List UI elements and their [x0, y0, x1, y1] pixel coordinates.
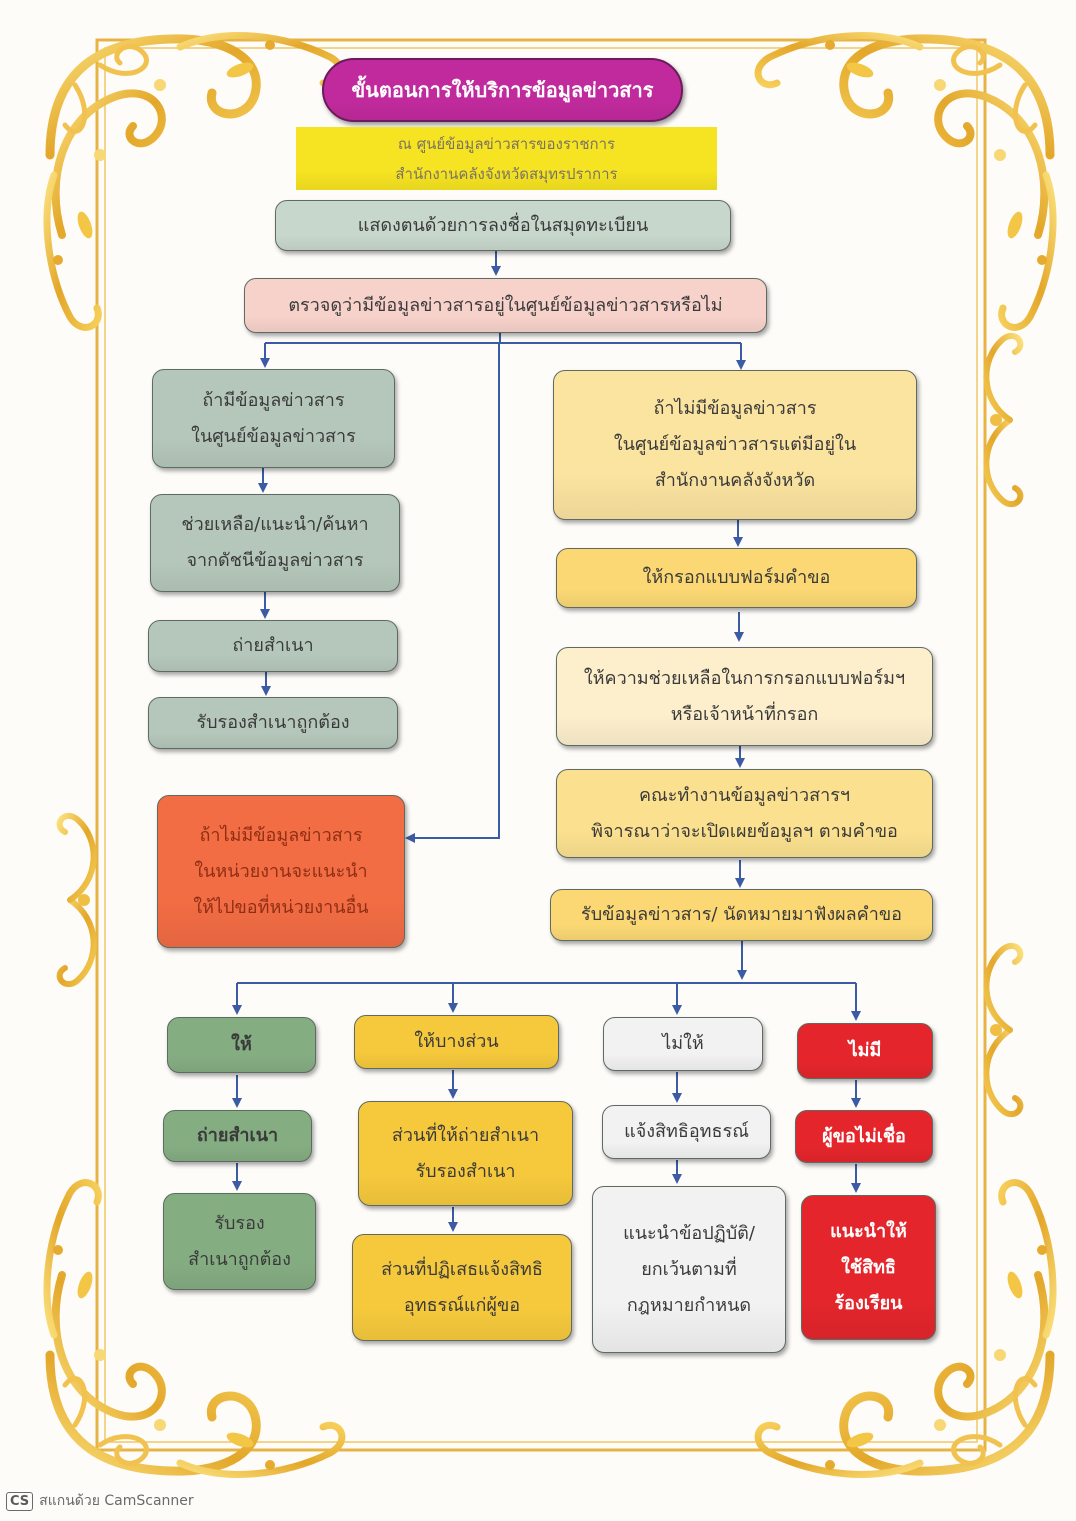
left-has-info-line-1: ถ้ามีข้อมูลข่าวสาร	[202, 389, 345, 411]
camscanner-logo: CS	[6, 1491, 34, 1511]
outcome-none-complain: แนะนำให้ ใช้สิทธิ ร้องเรียน	[801, 1195, 936, 1340]
outcome-none: ไม่มี	[797, 1023, 933, 1079]
right-fill-form-label: ให้กรอกแบบฟอร์มคำขอ	[642, 567, 831, 588]
left-no-info-line-2: ในหน่วยงานจะแนะนำ	[194, 860, 368, 882]
outcome-partial-refused-line-2: อุทธรณ์แก่ผู้ขอ	[403, 1294, 521, 1316]
step-check: ตรวจดูว่ามีข้อมูลข่าวสารอยู่ในศูนย์ข้อมู…	[244, 278, 767, 333]
outcome-partial-refused: ส่วนที่ปฏิเสธแจ้งสิทธิ อุทธรณ์แก่ผู้ขอ	[352, 1234, 572, 1341]
left-certify-label: รับรองสำเนาถูกต้อง	[196, 712, 350, 733]
outcome-partial-copy-line-1: ส่วนที่ให้ถ่ายสำเนา	[391, 1124, 540, 1146]
right-assist-line-1: ให้ความช่วยเหลือในการกรอกแบบฟอร์มฯ	[583, 667, 906, 689]
right-committee-line-1: คณะทำงานข้อมูลข่าวสารฯ	[639, 784, 850, 806]
left-help-line-1: ช่วยเหลือ/แนะนำ/ค้นหา	[181, 514, 369, 535]
left-copy: ถ่ายสำเนา	[148, 620, 398, 672]
outcome-refuse-label: ไม่ให้	[662, 1033, 704, 1054]
outcome-partial-copy-line-2: รับรองสำเนา	[415, 1160, 516, 1182]
outcome-give-certify: รับรอง สำเนาถูกต้อง	[163, 1193, 316, 1290]
left-no-info-line-1: ถ้าไม่มีข้อมูลข่าวสาร	[199, 824, 363, 846]
left-help: ช่วยเหลือ/แนะนำ/ค้นหา จากดัชนีข้อมูลข่าว…	[150, 494, 400, 592]
page-title: ขั้นตอนการให้บริการข้อมูลข่าวสาร	[322, 58, 683, 122]
right-at-office-line-3: สำนักงานคลังจังหวัด	[654, 470, 816, 491]
outcome-refuse-notify: แจ้งสิทธิอุทธรณ์	[602, 1105, 771, 1159]
camscanner-text: สแกนด้วย CamScanner	[39, 1493, 194, 1509]
right-receive-label: รับข้อมูลข่าวสาร/ นัดหมายมาฟังผลคำขอ	[581, 904, 902, 925]
left-copy-label: ถ่ายสำเนา	[232, 635, 314, 656]
right-assist: ให้ความช่วยเหลือในการกรอกแบบฟอร์มฯ หรือเ…	[556, 647, 933, 746]
outcome-refuse-notify-label: แจ้งสิทธิอุทธรณ์	[624, 1121, 749, 1142]
subtitle-line-2: สำนักงานคลังจังหวัดสมุทรปราการ	[395, 164, 618, 183]
right-fill-form: ให้กรอกแบบฟอร์มคำขอ	[556, 548, 917, 608]
outcome-partial-copy: ส่วนที่ให้ถ่ายสำเนา รับรองสำเนา	[358, 1101, 573, 1206]
outcome-give-copy: ถ่ายสำเนา	[163, 1110, 312, 1162]
step-check-label: ตรวจดูว่ามีข้อมูลข่าวสารอยู่ในศูนย์ข้อมู…	[288, 294, 723, 316]
outcome-none-label: ไม่มี	[848, 1040, 882, 1061]
left-certify: รับรองสำเนาถูกต้อง	[148, 697, 398, 749]
left-no-info-line-3: ให้ไปขอที่หน่วยงานอื่น	[193, 896, 369, 918]
outcome-partial-label: ให้บางส่วน	[414, 1031, 499, 1052]
outcome-none-disbelief: ผู้ขอไม่เชื่อ	[795, 1110, 933, 1163]
right-committee: คณะทำงานข้อมูลข่าวสารฯ พิจารณาว่าจะเปิดเ…	[556, 769, 933, 858]
outcome-give-certify-line-2: สำเนาถูกต้อง	[188, 1248, 291, 1270]
left-has-info-line-2: ในศูนย์ข้อมูลข่าวสาร	[191, 425, 356, 447]
outcome-none-complain-line-1: แนะนำให้	[830, 1220, 907, 1242]
page-subtitle: ณ ศูนย์ข้อมูลข่าวสารของราชการ สำนักงานคล…	[296, 127, 717, 190]
right-receive: รับข้อมูลข่าวสาร/ นัดหมายมาฟังผลคำขอ	[550, 889, 933, 941]
step-register-label: แสดงตนด้วยการลงชื่อในสมุดทะเบียน	[357, 214, 649, 236]
right-at-office: ถ้าไม่มีข้อมูลข่าวสาร ในศูนย์ข้อมูลข่าวส…	[553, 370, 917, 520]
outcome-partial: ให้บางส่วน	[354, 1015, 559, 1069]
outcome-give: ให้	[167, 1017, 316, 1073]
arrow-to-no-info	[405, 343, 500, 843]
left-no-info: ถ้าไม่มีข้อมูลข่าวสาร ในหน่วยงานจะแนะนำ …	[157, 795, 405, 948]
outcome-give-copy-label: ถ่ายสำเนา	[196, 1125, 279, 1146]
outcome-none-disbelief-label: ผู้ขอไม่เชื่อ	[822, 1125, 906, 1147]
right-at-office-line-1: ถ้าไม่มีข้อมูลข่าวสาร	[653, 398, 817, 419]
right-assist-line-2: หรือเจ้าหน้าที่กรอก	[670, 703, 819, 725]
page-title-text: ขั้นตอนการให้บริการข้อมูลข่าวสาร	[351, 78, 654, 102]
outcome-refuse-advise-line-2: ยกเว้นตามที่	[641, 1258, 737, 1280]
left-help-line-2: จากดัชนีข้อมูลข่าวสาร	[186, 550, 364, 571]
outcome-none-complain-line-3: ร้องเรียน	[834, 1292, 903, 1314]
right-at-office-line-2: ในศูนย์ข้อมูลข่าวสารแต่มีอยู่ใน	[613, 434, 857, 455]
outcome-none-complain-line-2: ใช้สิทธิ	[841, 1256, 896, 1278]
subtitle-line-1: ณ ศูนย์ข้อมูลข่าวสารของราชการ	[397, 134, 616, 153]
right-committee-line-2: พิจารณาว่าจะเปิดเผยข้อมูลฯ ตามคำขอ	[591, 820, 898, 842]
step-register: แสดงตนด้วยการลงชื่อในสมุดทะเบียน	[275, 200, 731, 251]
outcome-give-label: ให้	[231, 1034, 252, 1055]
left-has-info: ถ้ามีข้อมูลข่าวสาร ในศูนย์ข้อมูลข่าวสาร	[152, 369, 395, 468]
outcome-refuse-advise-line-1: แนะนำข้อปฏิบัติ/	[623, 1222, 755, 1244]
outcome-refuse-advise: แนะนำข้อปฏิบัติ/ ยกเว้นตามที่ กฎหมายกำหน…	[592, 1186, 786, 1353]
outcome-refuse: ไม่ให้	[603, 1017, 763, 1071]
outcome-partial-refused-line-1: ส่วนที่ปฏิเสธแจ้งสิทธิ	[381, 1258, 543, 1280]
scanner-watermark: CS สแกนด้วย CamScanner	[6, 1490, 194, 1512]
outcome-refuse-advise-line-3: กฎหมายกำหนด	[626, 1294, 752, 1316]
outcome-give-certify-line-1: รับรอง	[214, 1212, 265, 1234]
